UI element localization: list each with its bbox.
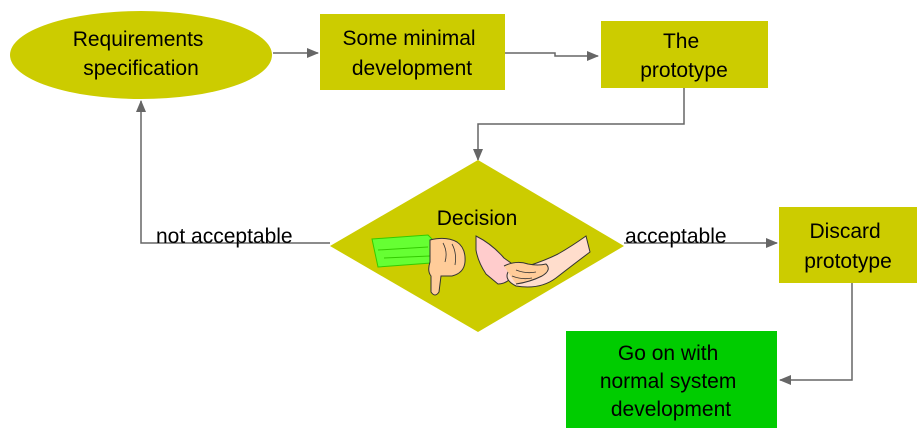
goon-box xyxy=(566,331,777,428)
thumbs-down-fist xyxy=(428,237,466,296)
development-node: Some minimal development xyxy=(320,14,505,90)
thumbs-down-hand-icon xyxy=(371,234,466,296)
prototype-node: The prototype xyxy=(601,21,768,88)
prototype-box xyxy=(601,21,768,88)
arrow-development-to-prototype xyxy=(505,51,599,61)
finger-lines xyxy=(511,269,537,280)
requirements-node: Requirements specification xyxy=(10,11,272,99)
connectors xyxy=(136,48,853,385)
decision-node: Decision xyxy=(330,160,624,332)
edge-label-acceptable: acceptable xyxy=(625,225,727,248)
sleeve-fold xyxy=(377,246,431,259)
handshake-icon xyxy=(475,235,591,288)
arrow-discard-to-goon xyxy=(779,283,853,385)
arrow-not-acceptable-loop xyxy=(136,100,330,244)
discard-label: Discard prototype xyxy=(804,220,892,273)
edge-label-not-acceptable: not acceptable xyxy=(156,225,293,248)
finger-creases xyxy=(442,242,456,266)
goon-node: Go on with normal system development xyxy=(566,331,777,428)
requirements-label: Requirements specification xyxy=(73,28,210,80)
requirements-ellipse xyxy=(10,11,272,99)
green-sleeve xyxy=(371,234,435,268)
discard-box xyxy=(779,207,917,283)
clasped-fingers xyxy=(503,261,549,285)
prototype-label: The prototype xyxy=(640,30,728,82)
goon-label: Go on with normal system development xyxy=(600,342,742,421)
development-box xyxy=(320,14,505,90)
development-label: Some minimal development xyxy=(343,27,482,80)
discard-node: Discard prototype xyxy=(779,207,917,283)
arrow-prototype-to-decision xyxy=(473,88,685,161)
decision-label: Decision xyxy=(437,207,518,230)
